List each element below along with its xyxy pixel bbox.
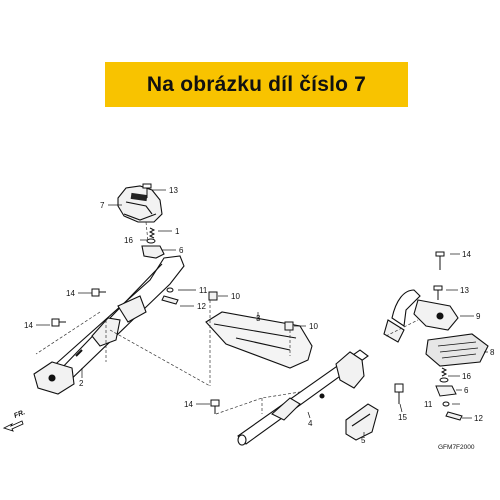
callout-10-b: 10	[309, 322, 318, 331]
callout-10-a: 10	[231, 292, 240, 301]
callout-11-right: 11	[424, 400, 433, 409]
callout-11-left: 11	[199, 286, 208, 295]
pivot-6-upper	[141, 245, 165, 259]
callout-6-upper: 6	[179, 246, 184, 255]
callout-12-left: 12	[197, 302, 206, 311]
callout-6-right: 6	[464, 386, 469, 395]
misc-bolts	[51, 287, 404, 414]
callout-9: 9	[476, 312, 481, 321]
part-7-bracket	[117, 185, 163, 223]
callout-5: 5	[361, 436, 366, 445]
callout-14-a: 14	[66, 289, 75, 298]
callout-12-right: 12	[474, 414, 483, 423]
diagram-code: GFM7F2000	[438, 444, 475, 451]
leader-lines	[36, 189, 488, 436]
part-4-pipe	[237, 349, 369, 446]
banner-text: Na obrázku díl číslo 7	[146, 72, 367, 96]
callout-14-lower: 14	[184, 400, 193, 409]
title-banner: Na obrázku díl číslo 7	[105, 62, 408, 107]
part-8-step	[425, 333, 489, 367]
callout-8: 8	[490, 348, 495, 357]
callout-16-upper: 16	[124, 236, 133, 245]
fr-label: FR.	[13, 409, 26, 420]
reference-lines	[35, 221, 419, 415]
callout-16-right: 16	[462, 372, 471, 381]
front-direction-arrow: FR.	[2, 409, 26, 432]
callout-14-right: 14	[462, 250, 471, 259]
callout-numbers: 13 7 1 16 6 14 14 10 11 12 3 10 14 13 9 …	[24, 186, 495, 445]
part-9-bracket	[383, 289, 459, 343]
callout-13-right: 13	[460, 286, 469, 295]
callout-4: 4	[308, 419, 313, 428]
callout-2: 2	[79, 379, 84, 388]
spring-1-upper	[148, 227, 156, 239]
callout-15: 15	[398, 413, 407, 422]
part-5-guard	[345, 403, 379, 441]
callout-13-upper: 13	[169, 186, 178, 195]
right-small-parts	[433, 251, 463, 421]
callout-3: 3	[256, 314, 261, 323]
callout-14-b: 14	[24, 321, 33, 330]
callout-1-upper: 1	[175, 227, 180, 236]
bolt-13-upper	[142, 183, 152, 198]
part-2-stay	[33, 255, 185, 395]
washer-16-upper	[146, 238, 156, 244]
callout-7: 7	[100, 201, 105, 210]
